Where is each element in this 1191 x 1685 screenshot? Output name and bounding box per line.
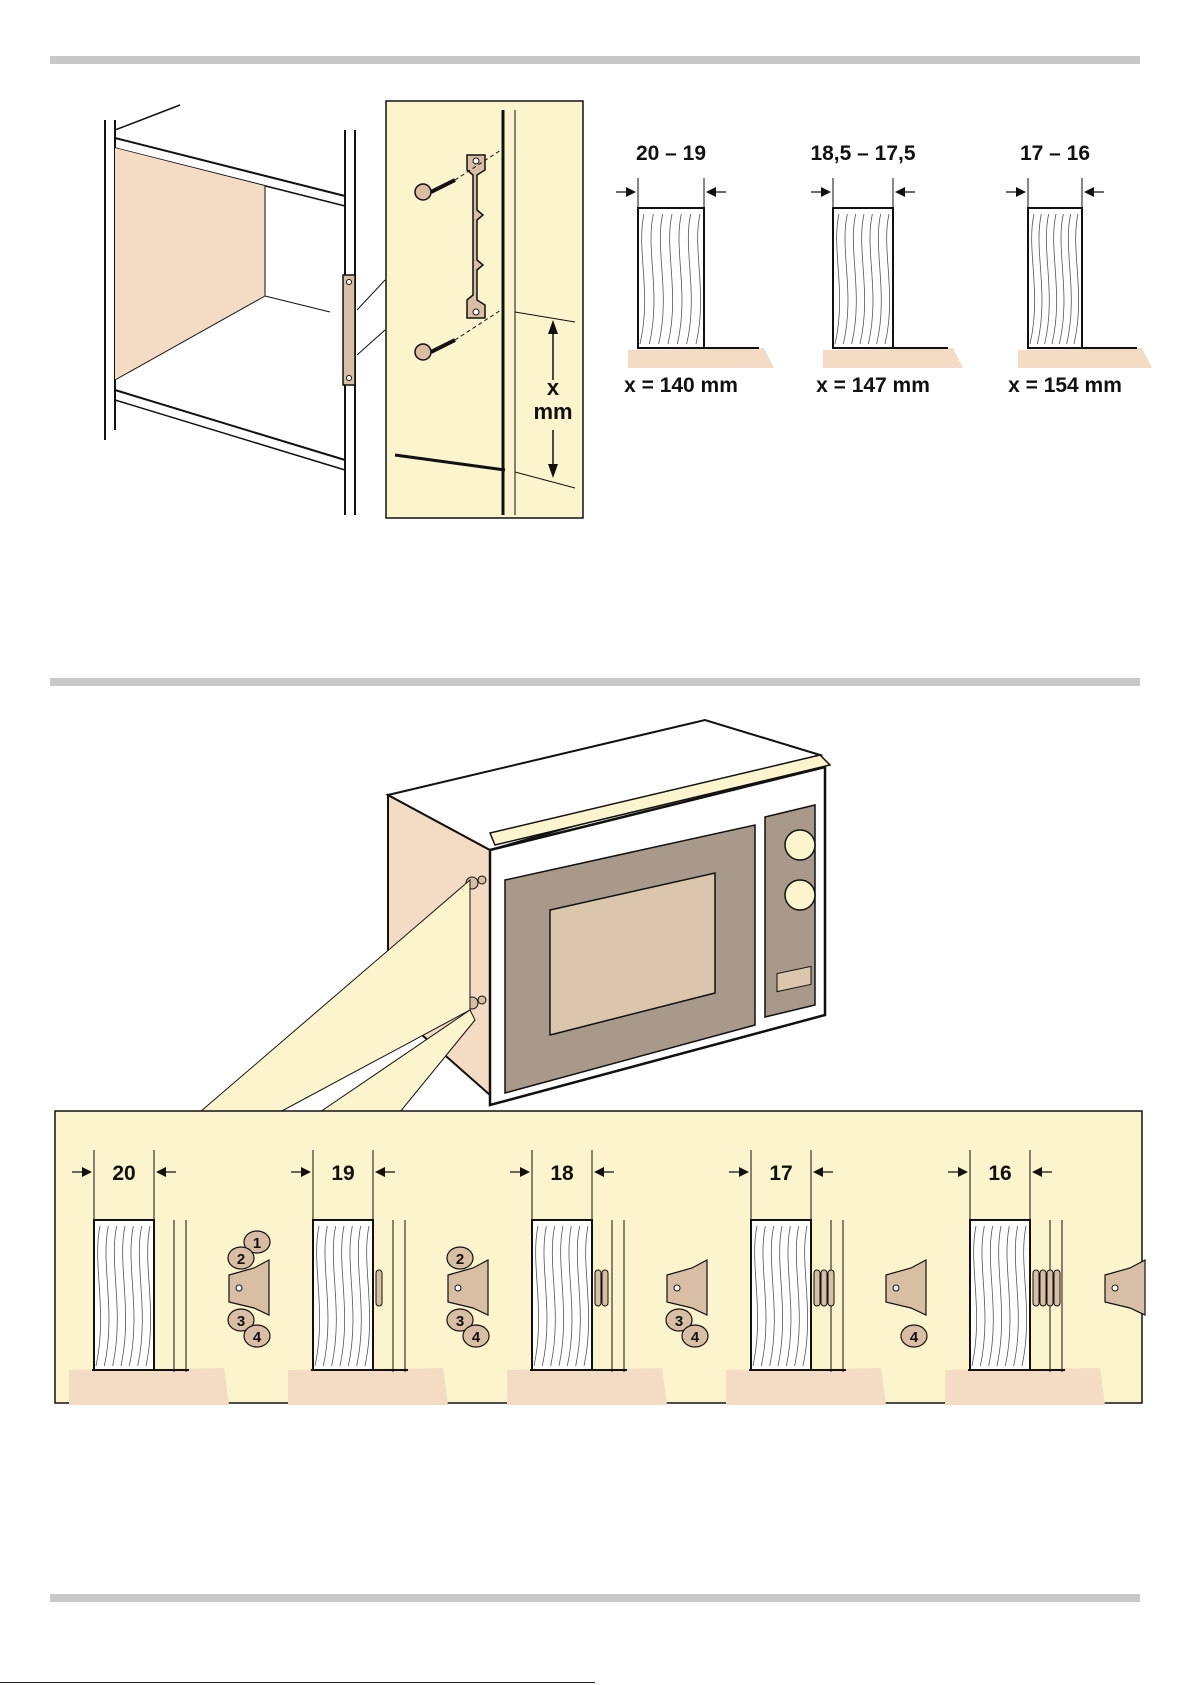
spacer-ring-icon [821, 1270, 827, 1306]
x-value-label: x = 147 mm [816, 374, 930, 397]
tab-number-label: 4 [472, 1329, 481, 1346]
thickness-range-label: 18,5 – 17,5 [810, 142, 915, 165]
variant-thickness-label: 19 [331, 1162, 354, 1185]
spacer-ring-icon [595, 1270, 601, 1306]
thickness-option: 20 – 19 x = 140 mm [616, 142, 774, 397]
spacer-ring-icon [828, 1270, 834, 1306]
spacer-ring-icon [1047, 1270, 1053, 1306]
tab-number-label: 4 [910, 1329, 919, 1346]
spacer-ring-icon [1054, 1270, 1060, 1306]
tab-number-label: 3 [237, 1313, 245, 1330]
spacer-ring-icon [814, 1270, 820, 1306]
spacer-ring-icon [376, 1270, 382, 1306]
callout-cone [200, 860, 500, 1120]
tab-number-label: 2 [456, 1251, 464, 1268]
dimension-label-group: x mm [525, 375, 585, 435]
spacer-ring-icon [602, 1270, 608, 1306]
thickness-options: 20 – 19 x = 140 mm 18,5 – 17,5 x = 147 mm 17… [600, 140, 1160, 400]
dimension-unit-label: mm [533, 399, 572, 424]
thickness-range-label: 20 – 19 [636, 142, 706, 165]
x-value-label: x = 140 mm [624, 374, 738, 397]
variant-thickness-label: 17 [769, 1162, 792, 1185]
dimension-x-label: x [547, 375, 560, 400]
knob-bottom-icon [785, 880, 815, 910]
tab-number-label: 4 [253, 1329, 262, 1346]
x-value-label: x = 154 mm [1008, 374, 1122, 397]
page-footer-line [0, 1682, 595, 1683]
section-divider-top [50, 56, 1140, 64]
thickness-option: 18,5 – 17,5 x = 147 mm [810, 142, 963, 397]
tab-number-label: 2 [237, 1251, 245, 1268]
tab-number-label: 3 [456, 1313, 464, 1330]
tab-number-label: 3 [675, 1313, 683, 1330]
spacer-ring-icon [1033, 1270, 1039, 1306]
thickness-range-label: 17 – 16 [1020, 142, 1090, 165]
thickness-option: 17 – 16 x = 154 mm [1006, 142, 1152, 397]
variant-thickness-label: 16 [988, 1162, 1011, 1185]
tab-number-label: 4 [691, 1329, 700, 1346]
variant-thickness-label: 18 [550, 1162, 574, 1185]
tab-number-label: 1 [253, 1235, 261, 1252]
section-divider-bottom [50, 1594, 1140, 1602]
knob-top-icon [785, 830, 815, 860]
variant-thickness-label: 20 [112, 1162, 135, 1185]
section-divider-middle [50, 678, 1140, 686]
spacer-ring-icon [1040, 1270, 1046, 1306]
bracket-detail-panel [385, 100, 585, 520]
